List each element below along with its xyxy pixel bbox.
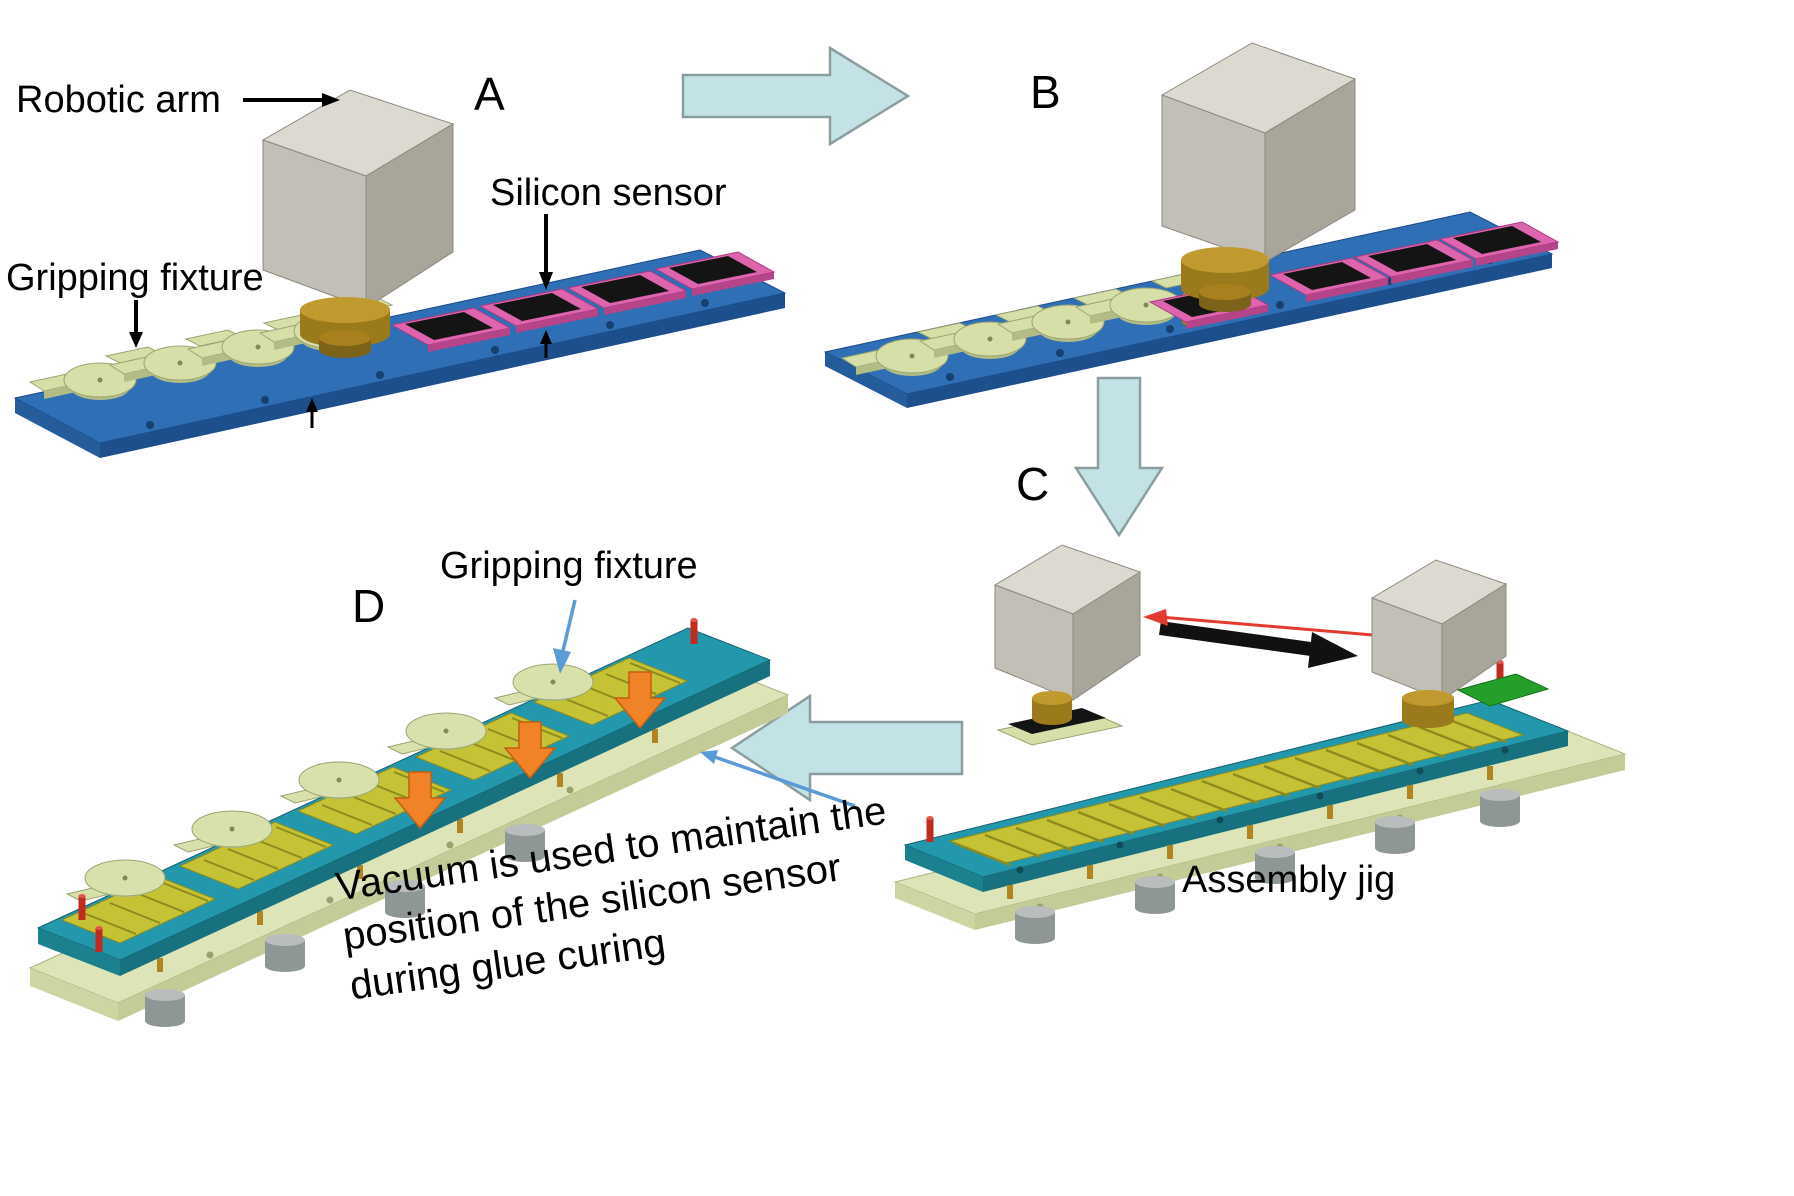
panel-c-scene xyxy=(893,544,1627,944)
jig-top-plate-side xyxy=(905,845,983,892)
red-pin xyxy=(95,926,103,952)
vacuum-suction-cylinder xyxy=(265,934,305,972)
robot-motion-arrow-icon xyxy=(1159,621,1358,668)
panel-a-scene xyxy=(13,89,787,458)
suction-cup-cylinder xyxy=(1402,690,1454,728)
vacuum-suction-cylinder xyxy=(1375,816,1415,854)
label-panel-b: B xyxy=(1030,66,1061,118)
base-plate-side xyxy=(825,352,907,408)
blue-pointer-arrow-icon xyxy=(700,750,856,808)
process-flow-arrow-down-icon xyxy=(1073,376,1165,538)
robot-cube xyxy=(261,89,455,309)
gripping-fixture-pointer-arrow-icon xyxy=(129,300,143,348)
heater-serpentine-traces xyxy=(953,718,1507,867)
suction-cup-cylinder xyxy=(1181,247,1269,312)
robot-cube-left xyxy=(993,544,1142,701)
jig-top-screws xyxy=(1016,746,1509,874)
robot-cube-right xyxy=(1370,559,1508,701)
jig-bottom-plate-side xyxy=(895,882,975,930)
green-pcb xyxy=(1456,673,1550,707)
plate-screw-holes xyxy=(146,299,709,429)
process-flow-arrow-left-icon xyxy=(729,693,964,803)
sensor-edge-arrow-icon xyxy=(540,330,552,358)
plate-edge-arrow-icon xyxy=(306,398,318,428)
label-gripping-fixture-a: Gripping fixture xyxy=(6,257,264,299)
jig-top-plate-front xyxy=(120,660,770,976)
red-pin xyxy=(926,816,934,842)
panel-d-scene xyxy=(28,599,856,1027)
jig-bottom-screws xyxy=(206,786,574,959)
robot-cube xyxy=(1160,42,1357,263)
panel-b-scene xyxy=(823,42,1559,408)
vacuum-suction-cylinder xyxy=(1015,906,1055,944)
silicon-sensor-pointer-arrow-icon xyxy=(539,214,553,290)
jig-bottom-plate-side xyxy=(30,968,118,1021)
label-silicon-sensor: Silicon sensor xyxy=(490,172,727,214)
process-flow-arrow-right-icon xyxy=(681,45,911,147)
label-panel-a: A xyxy=(474,68,505,120)
suction-cup-cylinder xyxy=(300,297,390,358)
base-plate-side xyxy=(15,398,100,458)
label-panel-d: D xyxy=(352,580,385,632)
robotic-arm-pointer-arrow-icon xyxy=(243,93,340,107)
blue-pointer-arrow-icon xyxy=(553,599,577,674)
label-panel-c: C xyxy=(1016,458,1049,510)
vacuum-suction-cylinder xyxy=(1135,876,1175,914)
base-plate-front xyxy=(100,293,785,458)
jig-top-plate-side xyxy=(38,928,120,976)
suction-cup-cylinder xyxy=(1032,691,1072,725)
vacuum-suction-cylinder xyxy=(145,989,185,1027)
vacuum-suction-cylinder xyxy=(1480,789,1520,827)
label-assembly-jig: Assembly jig xyxy=(1182,859,1395,901)
red-pin xyxy=(78,894,86,920)
label-robotic-arm: Robotic arm xyxy=(16,79,221,121)
vacuum-down-arrow-icon xyxy=(393,671,667,830)
label-gripping-fixture-d: Gripping fixture xyxy=(440,545,698,587)
red-pin xyxy=(690,618,698,644)
base-plate-front xyxy=(907,254,1552,408)
